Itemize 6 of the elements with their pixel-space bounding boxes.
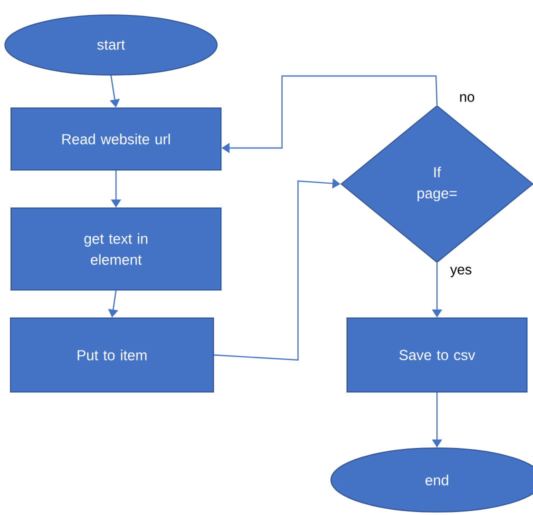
process-box: Read website url (10, 108, 222, 170)
process-box: Save to csv (346, 318, 528, 392)
process-box: get text in element (10, 208, 222, 290)
process-box: Put to item (10, 318, 214, 392)
edge-label: yes (449, 266, 473, 278)
edge-label: no (458, 93, 476, 103)
